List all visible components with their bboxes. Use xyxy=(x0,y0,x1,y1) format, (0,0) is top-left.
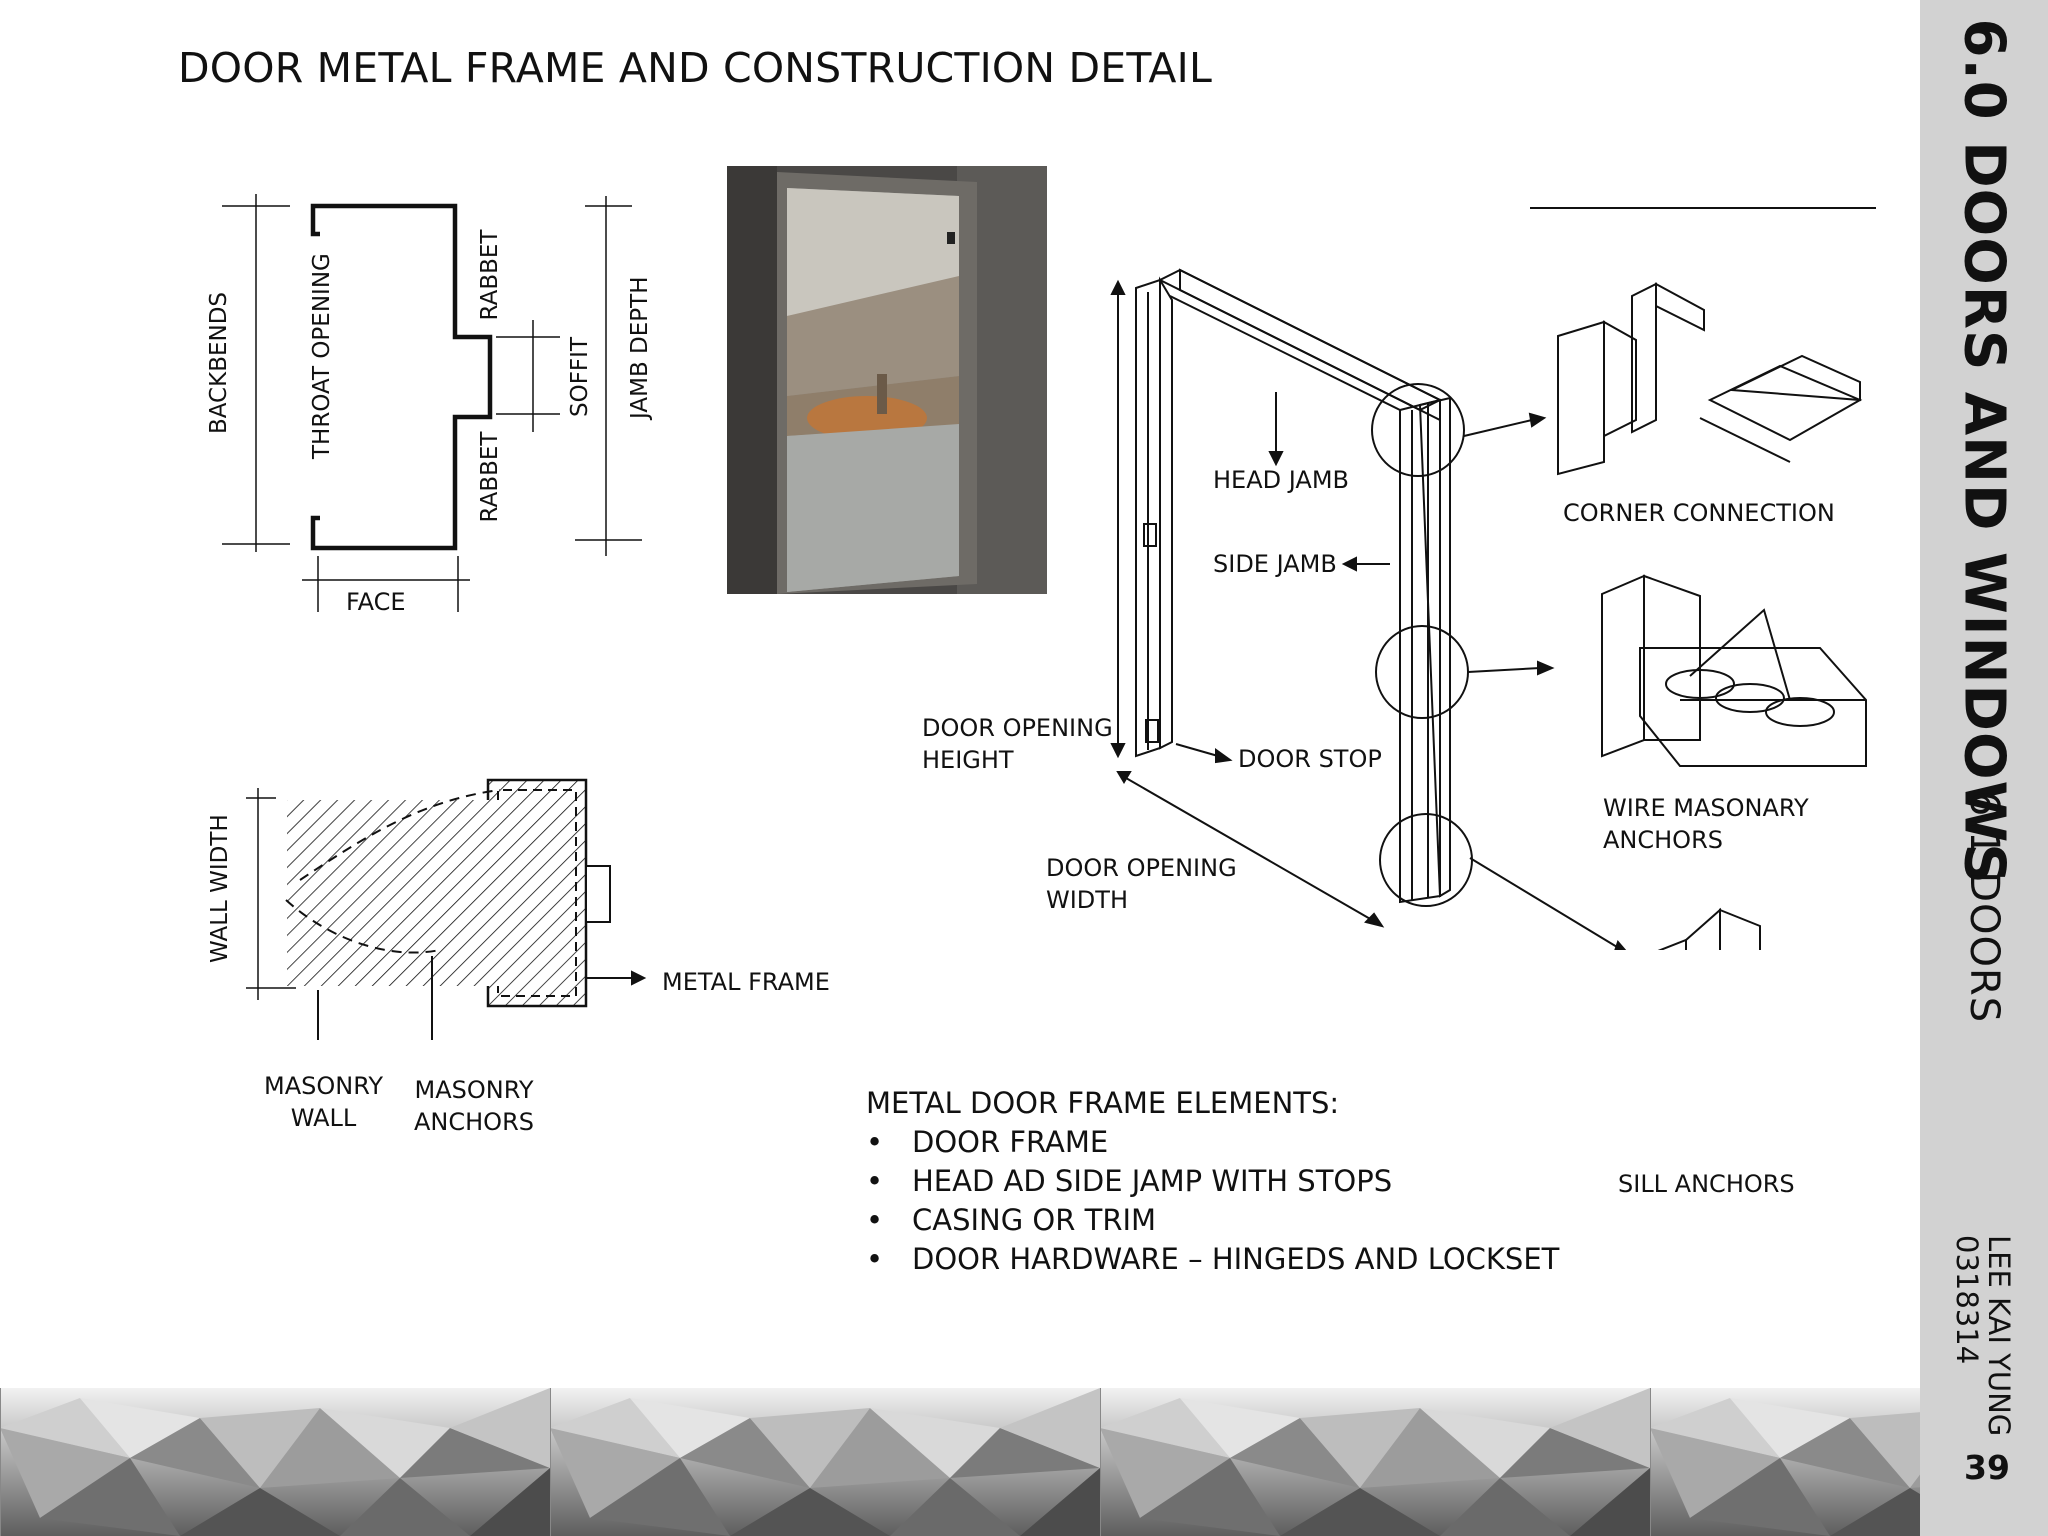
rabbet-top-label: RABBET xyxy=(477,229,503,321)
page-number: 39 xyxy=(1964,1448,2010,1487)
list-item: CASING OR TRIM xyxy=(866,1201,1559,1240)
corner-connection-label: CORNER CONNECTION xyxy=(1563,499,1835,527)
metal-frame-label: METAL FRAME xyxy=(662,968,830,996)
door-frame-isometric-diagram xyxy=(1110,207,1876,950)
wall-width-label: WALL WIDTH xyxy=(207,814,233,963)
side-jamb-label: SIDE JAMB xyxy=(1213,550,1337,578)
author-info: LEE KAI YUNG 0318314 xyxy=(1950,1235,2016,1437)
footer-polygon-band xyxy=(0,1388,1920,1536)
sidebar xyxy=(1920,0,2048,1536)
frame-profile-diagram xyxy=(222,194,642,612)
door-frame-photo xyxy=(727,166,1047,594)
list-item: DOOR HARDWARE – HINGEDS AND LOCKSET xyxy=(866,1240,1559,1279)
head-jamb-label: HEAD JAMB xyxy=(1213,466,1349,494)
section-title: 6.0 DOORS AND WINDOWS xyxy=(1951,18,2017,885)
sill-anchors-label: SILL ANCHORS xyxy=(1618,1170,1795,1198)
face-label: FACE xyxy=(346,588,406,616)
list-item: DOOR FRAME xyxy=(866,1123,1559,1162)
wall-section-diagram xyxy=(246,778,647,1040)
door-stop-label: DOOR STOP xyxy=(1238,745,1382,773)
frame-elements-list: METAL DOOR FRAME ELEMENTS: DOOR FRAME HE… xyxy=(866,1084,1559,1279)
page-title: DOOR METAL FRAME AND CONSTRUCTION DETAIL xyxy=(178,44,1212,92)
rabbet-bottom-label: RABBET xyxy=(477,431,503,523)
jamb-depth-label: JAMB DEPTH xyxy=(627,276,653,419)
soffit-label: SOFFIT xyxy=(567,337,593,417)
subsection-title: 6.1 DOORS xyxy=(1961,790,2007,1024)
backbends-label: BACKBENDS xyxy=(206,291,232,435)
throat-opening-label: THROAT OPENING xyxy=(309,253,335,459)
elements-heading: METAL DOOR FRAME ELEMENTS: xyxy=(866,1086,1340,1120)
list-item: HEAD AD SIDE JAMP WITH STOPS xyxy=(866,1162,1559,1201)
